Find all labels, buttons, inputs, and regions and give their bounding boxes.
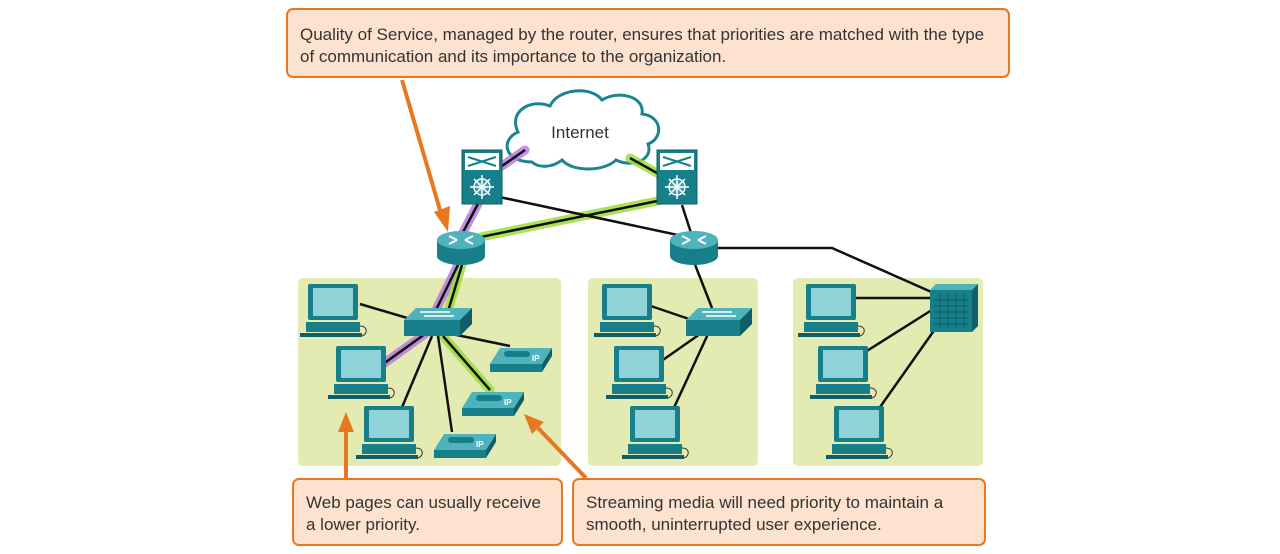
callout-pointers: [338, 79, 588, 480]
qos-callout: Quality of Service, managed by the route…: [286, 8, 1010, 78]
multilayer-switch-right-icon: [656, 149, 698, 205]
lan-area-left: [298, 278, 561, 466]
router-right-icon: [670, 231, 718, 265]
server-icon: [930, 284, 978, 332]
ip-phone-label: IP: [504, 398, 512, 407]
pc-icon: [606, 346, 673, 399]
network-links: [359, 148, 946, 433]
multilayer-switch-left-icon: [461, 149, 503, 205]
pc-icon: [622, 406, 689, 459]
lan-switch-middle-icon: [686, 308, 752, 336]
pc-icon: [798, 284, 865, 337]
pc-icon: [328, 346, 395, 399]
pc-icon: [826, 406, 893, 459]
streaming-media-callout: Streaming media will need priority to ma…: [572, 478, 986, 546]
internet-cloud-icon: Internet: [505, 89, 660, 171]
router-left-icon: [437, 231, 485, 265]
ip-phone-label: IP: [532, 354, 540, 363]
ip-phone-icon: IP: [434, 434, 496, 458]
cloud-label: Internet: [551, 123, 609, 142]
lan-switch-left-icon: [404, 308, 472, 336]
pc-icon: [356, 406, 423, 459]
ip-phone-label: IP: [476, 440, 484, 449]
ip-phone-icon: IP: [490, 348, 552, 372]
pc-icon: [810, 346, 877, 399]
pc-icon: [300, 284, 367, 337]
web-pages-callout: Web pages can usually receive a lower pr…: [292, 478, 563, 546]
pc-icon: [594, 284, 661, 337]
ip-phone-icon: IP: [462, 392, 524, 416]
